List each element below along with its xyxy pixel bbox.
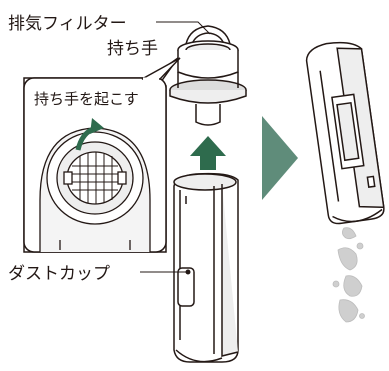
handle-label: 持ち手	[107, 39, 158, 59]
up-arrow-icon	[190, 136, 226, 170]
right-arrow-icon	[262, 116, 298, 200]
emptying-dust-cup	[305, 41, 385, 225]
lift-arrow-icon	[75, 118, 104, 151]
falling-dust	[332, 227, 365, 323]
dust-cup	[173, 172, 239, 363]
filter-label: 排気フィルター	[8, 14, 127, 34]
dust-cup-label: ダストカップ	[8, 264, 110, 284]
exhaust-filter	[169, 25, 247, 126]
filter-leader	[156, 21, 211, 35]
dust-cup-leader	[140, 269, 191, 275]
inset-caption: 持ち手を起こす	[34, 90, 139, 108]
inset-panel: 持ち手を起こす	[23, 57, 181, 253]
